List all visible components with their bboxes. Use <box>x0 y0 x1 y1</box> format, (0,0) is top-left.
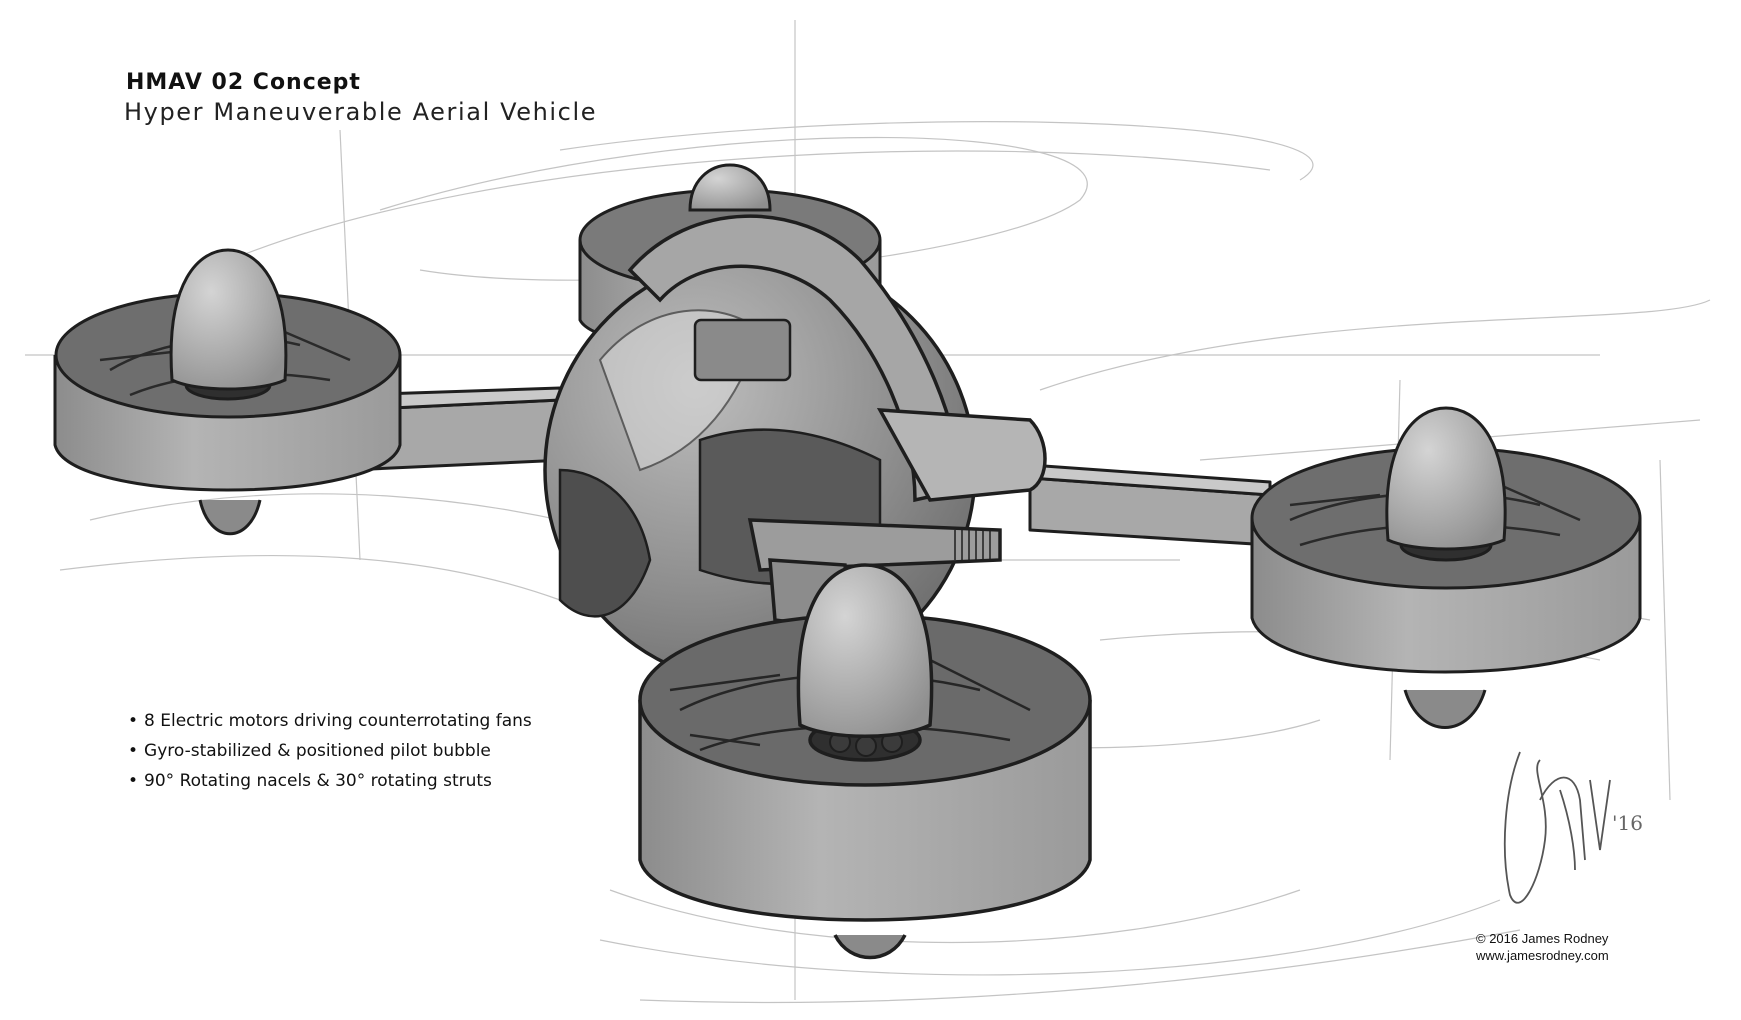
credit-block: © 2016 James Rodney www.jamesrodney.com <box>1476 930 1609 964</box>
feature-list: 8 Electric motors driving counterrotatin… <box>128 706 532 796</box>
artist-signature: '16 <box>1503 751 1643 904</box>
feature-item: Gyro-stabilized & positioned pilot bubbl… <box>128 736 532 766</box>
svg-text:'16: '16 <box>1612 811 1643 835</box>
page-title: HMAV 02 Concept <box>126 70 361 95</box>
fan-right <box>1250 406 1642 729</box>
right-arm-strut <box>1028 463 1272 547</box>
feature-item: 90° Rotating nacels & 30° rotating strut… <box>128 766 532 796</box>
page-subtitle: Hyper Maneuverable Aerial Vehicle <box>124 98 598 126</box>
fan-front <box>638 563 1092 960</box>
website-text: www.jamesrodney.com <box>1476 948 1609 963</box>
copyright-text: © 2016 James Rodney <box>1476 931 1609 946</box>
feature-item: 8 Electric motors driving counterrotatin… <box>128 706 532 736</box>
fan-left <box>53 248 402 536</box>
